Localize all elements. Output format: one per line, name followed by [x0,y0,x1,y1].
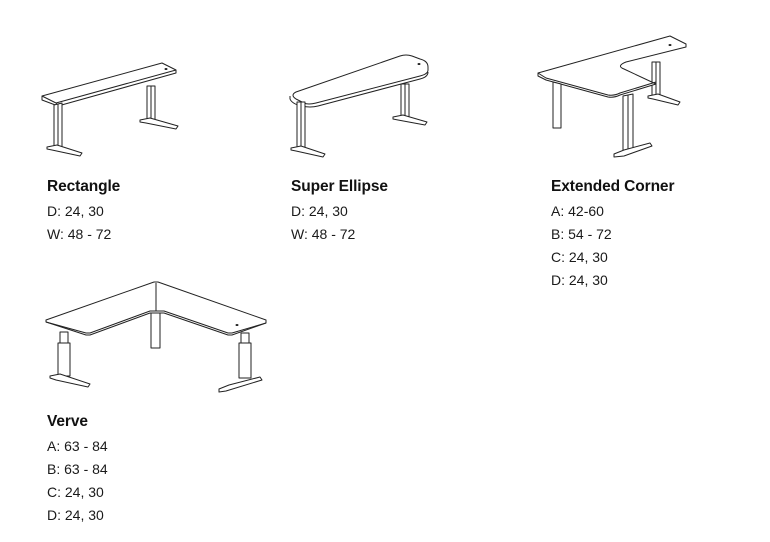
product-specs: A: 63 - 84 B: 63 - 84 C: 24, 30 D: 24, 3… [47,435,108,527]
spec-item: C: 24, 30 [551,249,608,265]
product-card-verve: Verve A: 63 - 84 B: 63 - 84 C: 24, 30 D:… [0,0,300,542]
spec-item: W: 48 - 72 [291,226,356,242]
verve-desk-illustration [0,0,300,420]
super-ellipse-desk-illustration [0,0,500,170]
spec-item: A: 42-60 [551,203,604,219]
product-specs: D: 24, 30 W: 48 - 72 [47,200,111,246]
product-card-extended-corner: Extended Corner A: 42-60 B: 54 - 72 C: 2… [0,0,770,292]
spec-item: W: 48 - 72 [47,226,112,242]
spec-item: A: 63 - 84 [47,438,108,454]
product-card-super-ellipse: Super Ellipse D: 24, 30 W: 48 - 72 [0,0,500,260]
rectangle-desk-illustration [0,0,250,170]
spec-item: C: 24, 30 [47,484,104,500]
spec-item: D: 24, 30 [291,203,348,219]
product-name: Verve [47,413,88,430]
product-name: Rectangle [47,178,121,195]
extended-corner-desk-illustration [0,0,770,170]
product-name: Super Ellipse [291,178,388,195]
product-name: Extended Corner [551,178,675,195]
product-specs: A: 42-60 B: 54 - 72 C: 24, 30 D: 24, 30 [551,200,612,292]
spec-item: D: 24, 30 [551,272,608,288]
spec-item: D: 24, 30 [47,507,104,523]
spec-item: D: 24, 30 [47,203,104,219]
product-card-rectangle: Rectangle D: 24, 30 W: 48 - 72 [0,0,250,260]
spec-item: B: 54 - 72 [551,226,612,242]
spec-item: B: 63 - 84 [47,461,108,477]
product-specs: D: 24, 30 W: 48 - 72 [291,200,355,246]
